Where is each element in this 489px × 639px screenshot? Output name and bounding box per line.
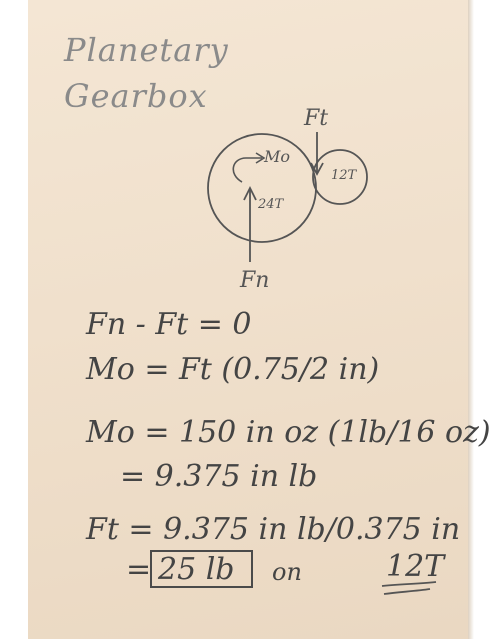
- equation-2: Mo = Ft (0.75/2 in): [86, 352, 380, 387]
- equation-6-gear: 12T: [386, 549, 445, 584]
- equation-6-prefix: =: [126, 552, 152, 587]
- ft-label: Ft: [304, 106, 329, 131]
- title-line-1: Planetary: [64, 31, 229, 69]
- underline-1: [381, 581, 437, 587]
- fn-arrow-head: [243, 185, 257, 201]
- equation-1: Fn - Ft = 0: [86, 307, 252, 342]
- result-box: [150, 550, 253, 588]
- underline-2: [383, 588, 431, 595]
- fn-label: Fn: [240, 268, 270, 293]
- equation-5: Ft = 9.375 in lb/0.375 in: [86, 512, 461, 547]
- paper-sheet: [28, 0, 471, 639]
- moment-arrow-head: [255, 152, 266, 164]
- paper-edge: [468, 0, 474, 639]
- sun-gear-label: 24T: [258, 197, 284, 212]
- equation-6-on: on: [272, 558, 302, 586]
- ft-arrow-head: [310, 162, 324, 176]
- sun-gear-circle: [207, 133, 317, 243]
- equation-3: Mo = 150 in oz (1lb/16 oz): [86, 415, 489, 450]
- moment-arc: [232, 157, 262, 183]
- planet-gear-label: 12T: [331, 168, 357, 183]
- title-line-2: Gearbox: [64, 77, 208, 115]
- planet-gear-circle: [312, 149, 368, 205]
- moment-label: Mo: [264, 147, 291, 166]
- equation-4: = 9.375 in lb: [120, 459, 318, 494]
- equation-6-result: 25 lb: [158, 552, 235, 587]
